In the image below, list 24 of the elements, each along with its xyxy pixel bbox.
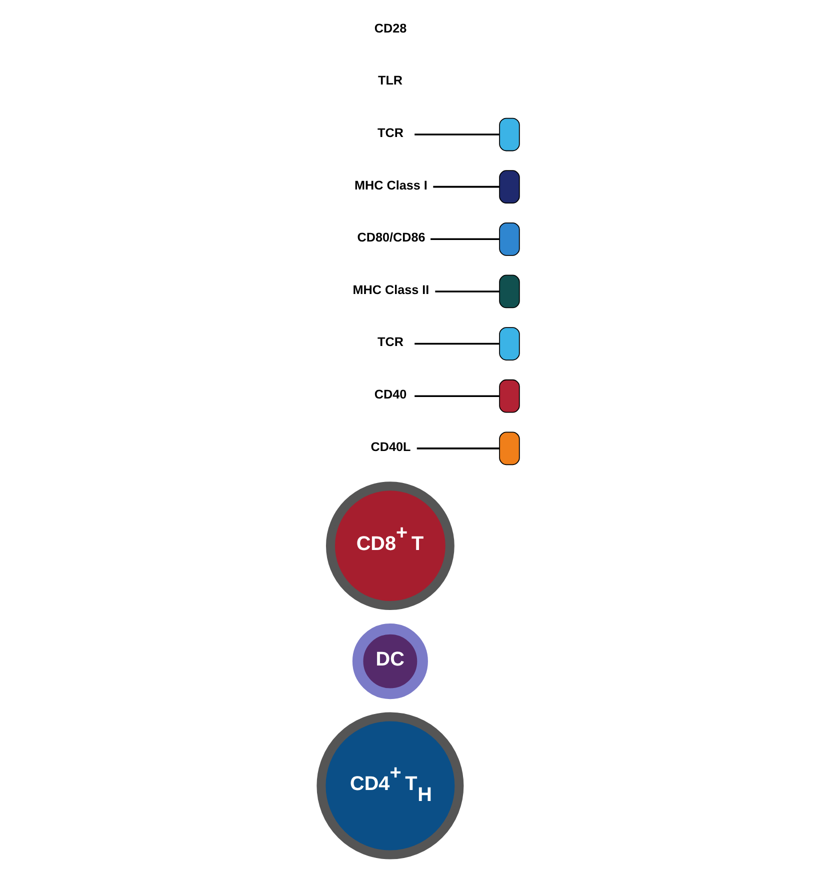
connector xyxy=(432,186,499,188)
node-text: TCR xyxy=(377,335,403,350)
connector xyxy=(430,238,499,240)
node-text: CD80/CD86 xyxy=(356,230,425,245)
label: CD28 xyxy=(374,21,406,36)
connector xyxy=(416,448,499,450)
node-box xyxy=(498,327,520,360)
connector xyxy=(414,342,499,345)
connector xyxy=(434,290,499,292)
node-circle: DC xyxy=(352,624,428,700)
node-text: TCR xyxy=(377,126,403,140)
node-box xyxy=(498,170,520,204)
node-box xyxy=(498,274,520,308)
node-text: MHC Class II xyxy=(352,282,429,297)
node-text: CD40 xyxy=(374,388,406,402)
connector xyxy=(414,395,499,397)
node-box xyxy=(498,432,520,466)
connector xyxy=(414,134,499,136)
label: TLR xyxy=(378,74,402,88)
node-text: MHC Class I xyxy=(354,178,427,192)
node-box xyxy=(498,379,520,413)
node-box xyxy=(498,118,520,152)
node-text: CD40L xyxy=(370,440,410,454)
node-box xyxy=(498,222,520,256)
